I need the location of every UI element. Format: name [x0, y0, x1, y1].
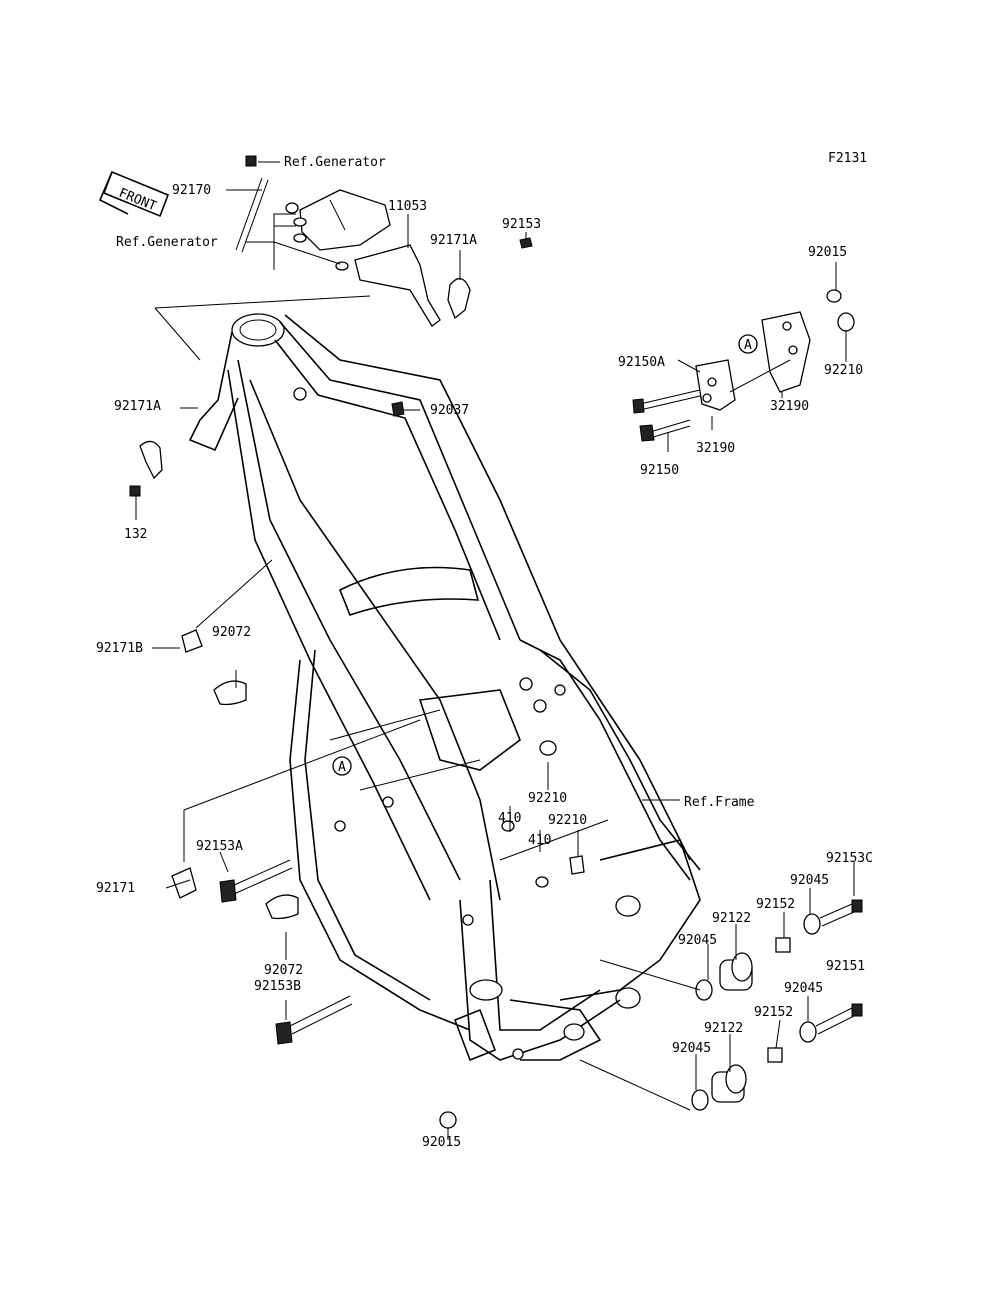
part-92152-b-label: 92152	[754, 1005, 793, 1020]
part-92151-label: 92151	[826, 959, 865, 974]
front-arrow-label: FRONT	[117, 186, 159, 215]
part-92072-bottom-label: 92072	[264, 963, 303, 978]
part-92171a-left-label: 92171A	[114, 399, 161, 414]
part-92150-label: 92150	[640, 463, 679, 478]
part-92153c-label: 92153C	[826, 851, 873, 866]
part-410-b-label: 410	[528, 833, 551, 848]
ref-frame-label: Ref.Frame	[684, 795, 755, 810]
ref-generator-top-label: Ref.Generator	[284, 155, 386, 170]
figure-code: F2131	[828, 151, 867, 166]
generator-cover-bracket	[235, 155, 533, 327]
part-92015-top-label: 92015	[808, 245, 847, 260]
part-92171-label: 92171	[96, 881, 135, 896]
part-92045-b-label: 92045	[678, 933, 717, 948]
part-32190-right-label: 32190	[770, 399, 809, 414]
view-marker-a-right: A	[738, 334, 758, 354]
part-92171b-label: 92171B	[96, 641, 143, 656]
part-410-a-label: 410	[498, 811, 521, 826]
part-92170-label: 92170	[172, 183, 211, 198]
part-92072-top-label: 92072	[212, 625, 251, 640]
right-engine-bracket	[632, 289, 855, 442]
leader-lines	[135, 161, 855, 1140]
part-92122-b-label: 92122	[704, 1021, 743, 1036]
part-132-label: 132	[124, 527, 147, 542]
part-11053-label: 11053	[388, 199, 427, 214]
part-92045-c-label: 92045	[784, 981, 823, 996]
view-marker-a-left: A	[332, 756, 352, 776]
front-arrow-icon: FRONT	[98, 170, 170, 218]
view-marker-a-left-label: A	[338, 760, 346, 775]
part-92045-a-label: 92045	[790, 873, 829, 888]
left-side-hardware	[129, 401, 585, 1129]
part-92015-bottom-label: 92015	[422, 1135, 461, 1150]
part-92153-label: 92153	[502, 217, 541, 232]
part-92171a-top-label: 92171A	[430, 233, 477, 248]
part-92045-d-label: 92045	[672, 1041, 711, 1056]
part-92122-a-label: 92122	[712, 911, 751, 926]
part-92210-a-label: 92210	[528, 791, 567, 806]
part-92150a-label: 92150A	[618, 355, 665, 370]
ref-generator-left-label: Ref.Generator	[116, 235, 218, 250]
part-92210-right-label: 92210	[824, 363, 863, 378]
part-92153b-label: 92153B	[254, 979, 301, 994]
view-marker-a-right-label: A	[744, 338, 752, 353]
lower-right-hardware	[691, 899, 863, 1111]
part-92210-b-label: 92210	[548, 813, 587, 828]
part-92152-a-label: 92152	[756, 897, 795, 912]
part-92037-label: 92037	[430, 403, 469, 418]
main-frame	[188, 313, 701, 1062]
part-32190-left-label: 32190	[696, 441, 735, 456]
part-92153a-label: 92153A	[196, 839, 243, 854]
